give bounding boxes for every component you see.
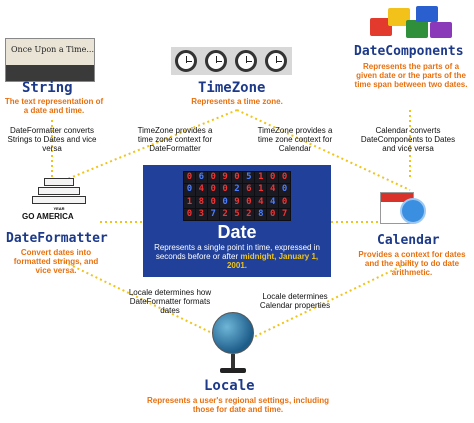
year-label: YEAR — [53, 206, 65, 211]
digit-cell: 0 — [219, 184, 231, 196]
note-locale-calendar: Locale determines Calendar properties — [259, 292, 331, 310]
clock-icon — [265, 50, 287, 72]
edge-timezone-calendar — [236, 109, 411, 191]
digit-cell: 3 — [195, 208, 207, 220]
globe-image — [208, 312, 260, 378]
calendar-title: Calendar — [377, 233, 440, 248]
clock-icon — [175, 50, 197, 72]
clock-icon — [235, 50, 257, 72]
digit-cell: 0 — [243, 196, 255, 208]
note-timezone-formatter: TimeZone provides a time zone context fo… — [137, 126, 213, 153]
digit-cell: 6 — [195, 172, 207, 184]
digit-cell: 1 — [255, 172, 267, 184]
note-locale-formatter: Locale determines how DateFormatter form… — [128, 288, 212, 315]
digit-cell: 0 — [279, 196, 290, 208]
digit-cell: 9 — [219, 172, 231, 184]
digit-cell: 0 — [279, 184, 290, 196]
edge-timezone-formatter — [59, 109, 238, 183]
note-string-formatter: DateFormatter converts Strings to Dates … — [7, 126, 97, 153]
typewriter-paper-image: Once Upon a Time... — [5, 38, 95, 82]
typewriter-text: Once Upon a Time... — [11, 45, 94, 54]
note-calendar-components: Calendar converts DateComponents to Date… — [360, 126, 456, 153]
digit-cell: 0 — [279, 172, 290, 184]
datecomponents-title: DateComponents — [354, 44, 464, 59]
digit-cell: 0 — [207, 184, 219, 196]
digit-cell: 8 — [255, 208, 267, 220]
locale-title: Locale — [204, 378, 255, 394]
clocks-image — [171, 47, 292, 75]
edge-locale-calendar — [236, 261, 411, 346]
note-timezone-calendar: TimeZone provides a time zone context fo… — [257, 126, 333, 153]
building-blocks-image — [370, 4, 454, 42]
digit-cell: 2 — [243, 208, 255, 220]
digit-cell: 1 — [184, 196, 195, 208]
locale-description: Represents a user's regional settings, i… — [147, 396, 329, 414]
digit-cell: 4 — [267, 196, 279, 208]
date-epoch: midnight, January 1, 2001. — [226, 252, 319, 270]
clock-icon — [400, 198, 426, 224]
go-america-label: GO AMERICA — [22, 212, 74, 221]
digit-cell: 7 — [207, 208, 219, 220]
digit-cell: 0 — [207, 172, 219, 184]
dateformatter-title: DateFormatter — [6, 231, 108, 246]
date-description: Represents a single point in time, expre… — [154, 243, 320, 261]
dateformatter-description: Convert dates into formatted strings, an… — [13, 248, 99, 275]
clock-icon — [205, 50, 227, 72]
digit-cell: 0 — [267, 208, 279, 220]
digit-cell: 4 — [255, 196, 267, 208]
calendar-clock-image — [380, 188, 428, 228]
calendar-description: Provides a context for dates and the abi… — [358, 250, 466, 277]
digit-cell: 0 — [184, 172, 195, 184]
digit-cell: 0 — [207, 196, 219, 208]
datecomponents-description: Represents the parts of a given date or … — [354, 62, 468, 89]
digit-cell: 0 — [219, 196, 231, 208]
digit-cell: 4 — [195, 184, 207, 196]
digit-cell: 7 — [279, 208, 290, 220]
digit-cell: 8 — [195, 196, 207, 208]
digit-cell: 4 — [267, 184, 279, 196]
digit-cell: 5 — [243, 172, 255, 184]
digit-cell: 0 — [231, 172, 243, 184]
digit-cell: 5 — [231, 208, 243, 220]
digit-cell: 0 — [184, 208, 195, 220]
string-description: The text representation of a date and ti… — [4, 97, 104, 115]
digit-cell: 6 — [243, 184, 255, 196]
digit-cell: 1 — [255, 184, 267, 196]
digit-cell: 2 — [219, 208, 231, 220]
digit-cell: 0 — [184, 184, 195, 196]
timezone-description: Represents a time zone. — [191, 97, 283, 106]
date-title: Date — [217, 222, 257, 242]
digit-cell: 9 — [231, 196, 243, 208]
timezone-title: TimeZone — [198, 80, 266, 96]
string-title: String — [22, 80, 73, 96]
digit-cell: 0 — [267, 172, 279, 184]
date-format-stack-image: MONTH DAY YEAR — [22, 178, 106, 212]
digit-cell: 2 — [231, 184, 243, 196]
